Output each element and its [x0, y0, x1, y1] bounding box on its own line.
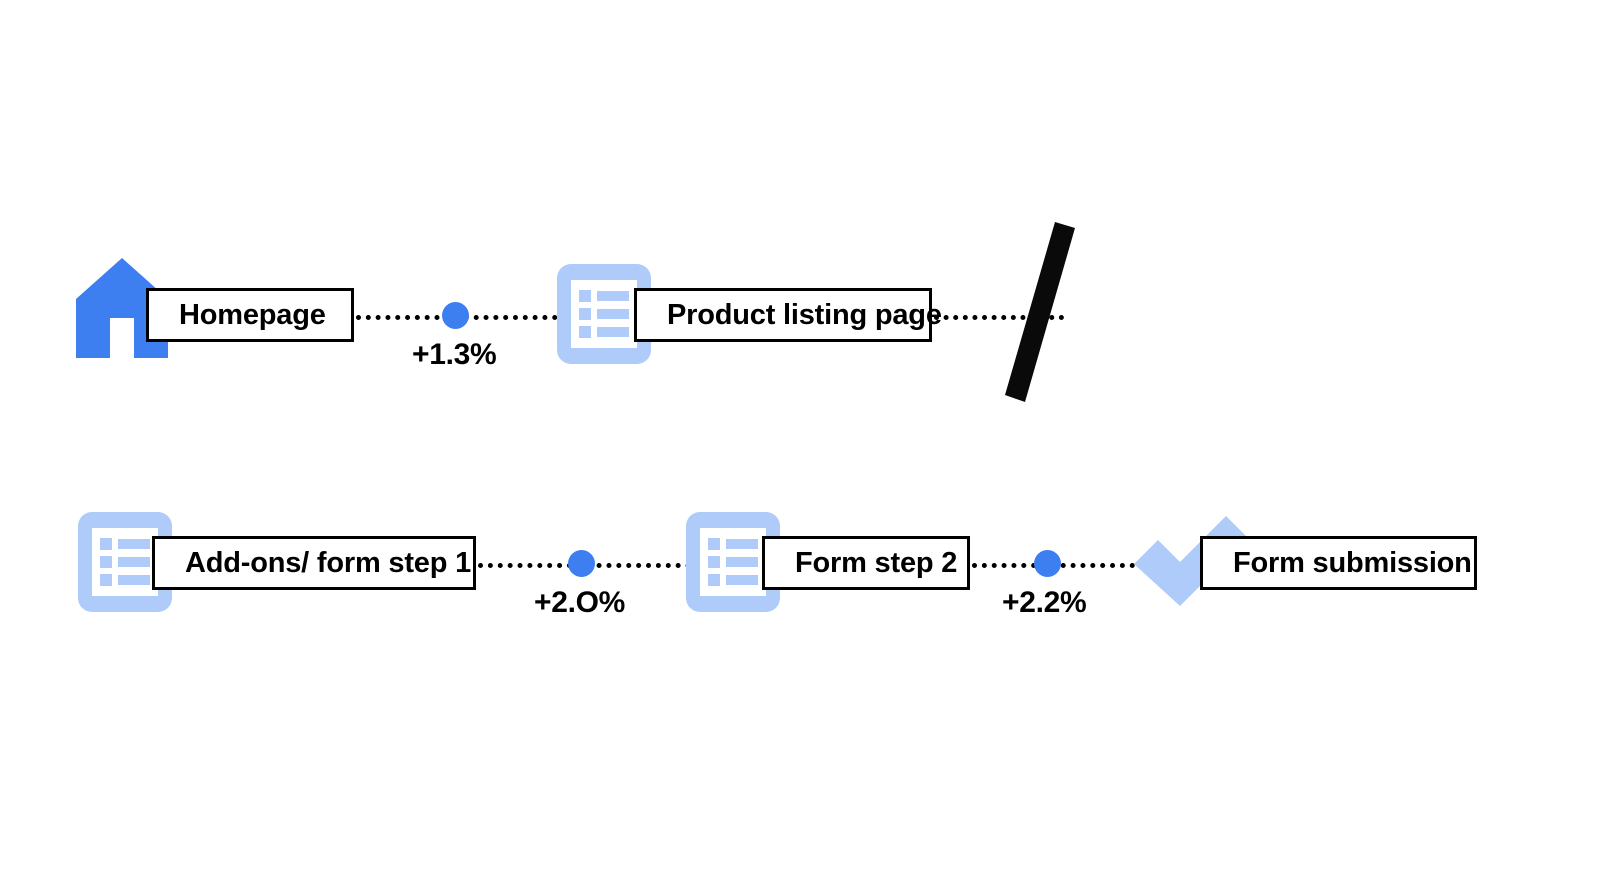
list-document-icon [78, 512, 172, 612]
node-homepage-label: Homepage [179, 298, 326, 331]
connector-step2-to-submission [972, 563, 1204, 568]
node-form-step-2[interactable]: Form step 2 [762, 536, 970, 590]
node-homepage[interactable]: Homepage [146, 288, 354, 342]
node-product-listing-page-label: Product listing page [667, 298, 942, 331]
node-product-listing-page[interactable]: Product listing page [634, 288, 942, 342]
connector-homepage-to-plp [356, 315, 636, 320]
metric-label-addons-to-step2: +2.O% [534, 586, 626, 619]
flow-break-slash-icon [995, 222, 1085, 402]
list-document-icon [686, 512, 780, 612]
node-add-ons-form-step-1-label: Add-ons/ form step 1 [185, 546, 472, 579]
metric-dot-addons-to-step2 [568, 550, 595, 577]
connector-plp-to-break [934, 315, 1064, 320]
house-icon [76, 258, 168, 358]
metric-label-homepage-to-plp: +1.3% [412, 338, 497, 371]
node-form-step-2-label: Form step 2 [795, 546, 958, 579]
node-add-ons-form-step-1[interactable]: Add-ons/ form step 1 [152, 536, 476, 590]
metric-dot-step2-to-submission [1034, 550, 1061, 577]
metric-label-step2-to-submission: +2.2% [1002, 586, 1087, 619]
list-document-icon [557, 264, 651, 364]
node-form-submission[interactable]: Form submission [1200, 536, 1477, 590]
metric-dot-homepage-to-plp [442, 302, 469, 329]
node-form-submission-label: Form submission [1233, 546, 1472, 579]
connector-addons-to-step2 [478, 563, 760, 568]
